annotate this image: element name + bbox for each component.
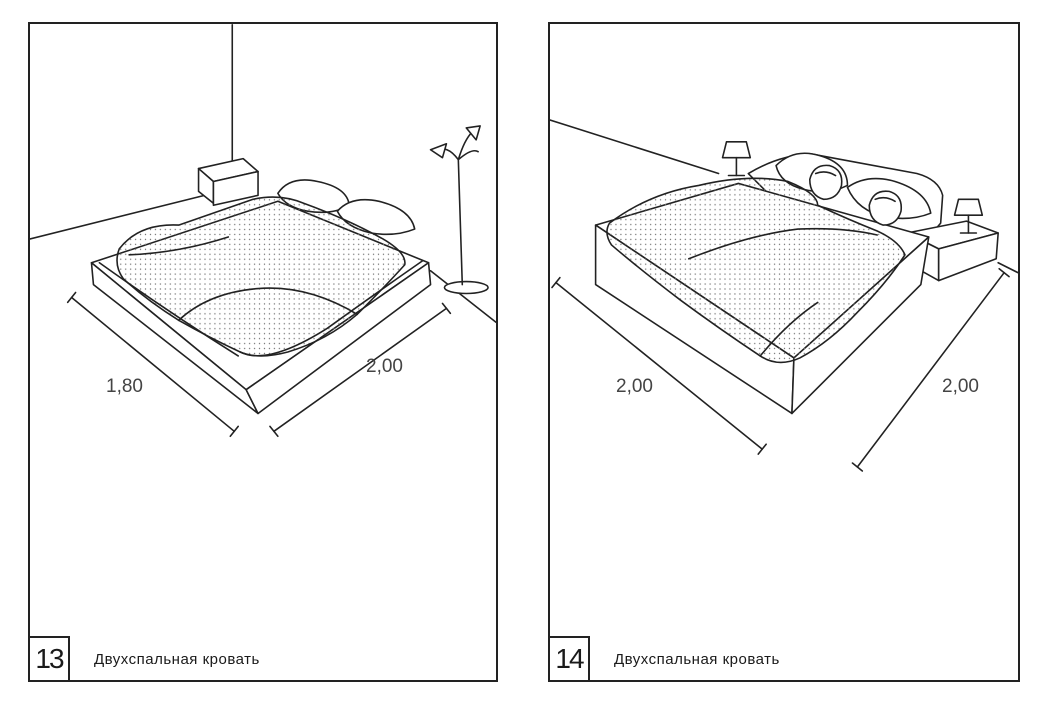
duvet-fold-2 [128, 236, 230, 256]
dimension-line-width [66, 291, 240, 438]
dimension-line-length [269, 302, 452, 438]
duvet-fold-2 [759, 301, 819, 357]
floor-wall-line-right [997, 261, 1018, 274]
floor-lamp [429, 125, 489, 295]
width-dimension-label: 1,80 [106, 376, 143, 397]
dimension-line-length [851, 267, 1010, 472]
duvet-fold [177, 287, 358, 322]
floor-wall-line [550, 119, 720, 175]
figure-caption: Двухспальная кровать [94, 651, 260, 668]
length-dimension-label: 2,00 [366, 356, 403, 377]
sleeping-persons [808, 164, 903, 226]
length-dimension-label: 2,00 [942, 376, 979, 397]
figure-14-drawing [550, 119, 1018, 472]
table-lamp-left [721, 141, 752, 177]
figure-14-panel: 2,00 2,00 14 Двухспальная кровать [548, 22, 1020, 682]
table-lamp-right [953, 198, 984, 234]
nightstand [197, 157, 259, 207]
figure-13-drawing [30, 24, 496, 438]
floor-wall-line [30, 194, 206, 240]
figure-number: 13 [30, 636, 70, 680]
duvet [606, 177, 906, 364]
mattress-edge [98, 259, 424, 357]
duvet-fold [688, 227, 878, 260]
figure-13-panel: 1,80 2,00 13 Двухспальная кровать [28, 22, 498, 682]
figure-caption: Двухспальная кровать [614, 651, 780, 668]
floor-wall-line-right [429, 269, 496, 324]
duvet [116, 196, 406, 357]
dimension-line-width [551, 276, 767, 455]
figure-number: 14 [550, 636, 590, 680]
width-dimension-label: 2,00 [616, 376, 653, 397]
